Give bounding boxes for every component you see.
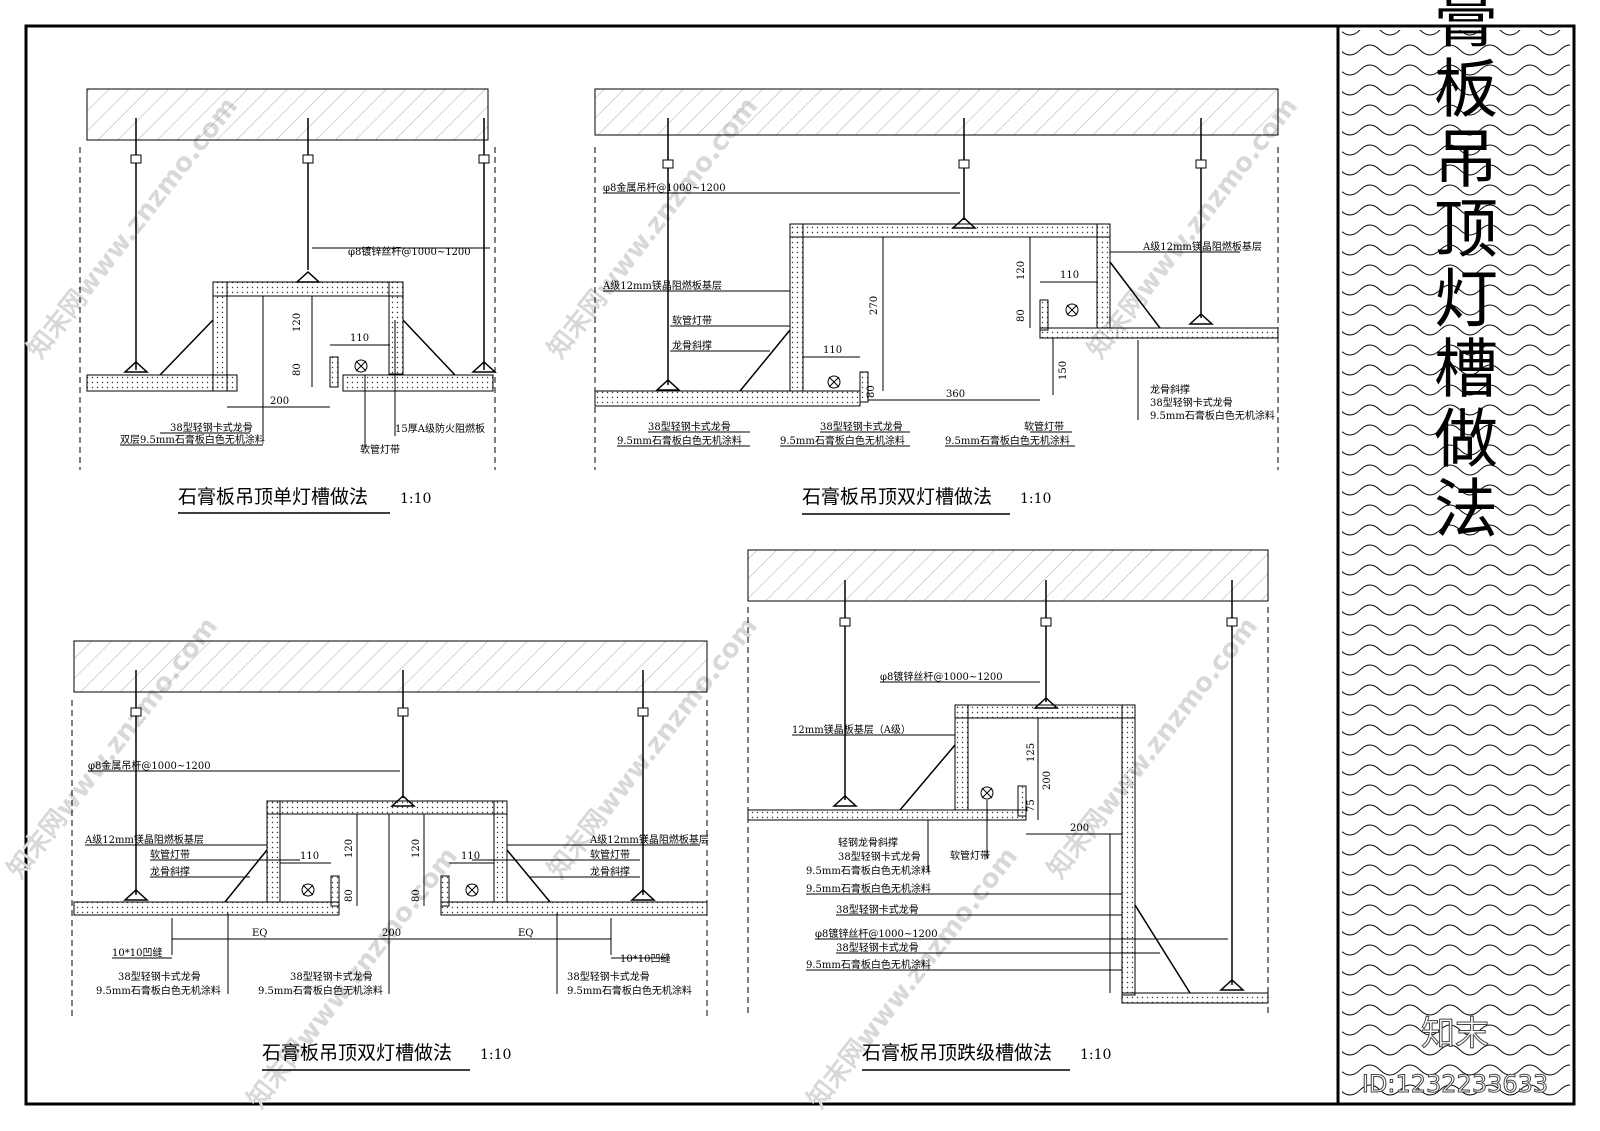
annotation-label: 1:10 [1080,1047,1111,1063]
annotation-label: 9.5mm石膏板白色无机涂料 [806,882,931,895]
annotation-label: 软管灯带 [672,314,712,327]
annotation-label: 龙骨斜撑 [590,865,630,878]
annotation-label: 38型轻钢卡式龙骨 [170,421,253,434]
annotation-label: φ8镀锌丝杆@1000~1200 [880,670,1003,683]
annotation-label: 12mm镁晶板基层（A级） [792,723,911,736]
annotation-label: 9.5mm石膏板白色无机涂料 [945,434,1070,447]
sheet-border [24,24,1576,1106]
concrete-slab [86,88,489,141]
annotation-label: 120 [411,839,422,858]
annotation-label: 38型轻钢卡式龙骨 [836,903,919,916]
annotation-label: 10*10凹缝 [620,952,670,965]
annotation-label: 双层9.5mm石膏板白色无机涂料 [120,433,265,446]
diagram-double-slot: 270 120 80 110 110 80 360 150 φ8金属吊杆@100… [594,88,1279,515]
annotation-label: 75 [1026,799,1037,812]
concrete-slab [73,640,708,693]
annotation-label: 软管灯带 [360,443,400,456]
title-strip: 石膏板吊顶灯槽做法 知末 ID:1232233633 [1342,0,1570,1100]
hanger-rods [832,580,1245,991]
annotation-label: 10*10凹缝 [112,946,162,959]
annotation-label: 15厚A级防火阻燃板 [395,422,485,435]
annotation-label: 知末网www.znzmo.com [1042,612,1264,884]
annotation-label: 80 [292,363,303,376]
annotation-label: 80 [344,889,355,902]
annotation-label: φ8金属吊杆@1000~1200 [88,759,211,772]
annotation-label: EQ [252,928,268,939]
annotation-label: 石膏板吊顶跌级槽做法 [862,1041,1052,1064]
annotation-label: 38型轻钢卡式龙骨 [648,420,731,433]
annotation-label: 9.5mm石膏板白色无机涂料 [806,958,931,971]
annotation-label: φ8金属吊杆@1000~1200 [603,181,726,194]
annotation-label: 270 [869,296,880,315]
annotation-label: 200 [1042,771,1053,790]
annotation-label: 80 [1016,309,1027,322]
annotation-label: 110 [823,345,842,356]
annotation-label: A级12mm镁晶阻燃板基层 [1142,240,1262,253]
annotation-label: 9.5mm石膏板白色无机涂料 [780,434,905,447]
annotation-label: 1:10 [480,1047,511,1063]
led-fixture [354,359,368,373]
concrete-slab [747,549,1269,602]
annotation-label: 龙骨斜撑 [1150,383,1190,396]
annotation-label: 软管灯带 [150,848,190,861]
annotation-label: 软管灯带 [590,848,630,861]
annotation-label: 9.5mm石膏板白色无机涂料 [258,984,383,997]
hanger-rods [123,118,497,373]
annotation-label: 125 [1026,743,1037,762]
label-rod: φ8镀锌丝杆@1000~1200 [348,245,471,258]
annotation-label: 38型轻钢卡式龙骨 [836,941,919,954]
sheet-title: 石膏板吊顶灯槽做法 [1423,0,1497,545]
annotation-label: 9.5mm石膏板白色无机涂料 [567,984,692,997]
annotation-label: 1:10 [1020,491,1051,507]
annotation-label: 龙骨斜撑 [150,865,190,878]
annotation-label: 石膏板吊顶双灯槽做法 [262,1041,452,1064]
annotation-label: 龙骨斜撑 [672,339,712,352]
annotation-label: A级12mm镁晶阻燃板基层 [84,833,204,846]
hanger-rods [123,670,656,901]
annotation-label: 120 [292,313,303,332]
annotation-label: 110 [300,851,319,862]
brand-logo: 知末 [1421,1014,1489,1054]
annotation-label: 38型轻钢卡式龙骨 [118,970,201,983]
annotation-label: φ8镀锌丝杆@1000~1200 [815,927,938,940]
annotation-label: 9.5mm石膏板白色无机涂料 [806,864,931,877]
diagram-double-slot-2: 110 110 120 80 120 80 EQ 200 EQ φ8金属吊杆@1… [71,640,709,1071]
annotation-label: 软管灯带 [950,849,990,862]
annotation-label: 120 [1016,261,1027,280]
diagram-single-slot: 120 80 110 200 φ8镀锌丝杆@1000~1200 38型轻钢卡式龙… [79,88,497,514]
annotation-label: A级12mm镁晶阻燃板基层 [602,279,722,292]
hanger-rods [655,118,1214,391]
annotation-label: 38型轻钢卡式龙骨 [838,850,921,863]
brand-id: ID:1232233633 [1362,1070,1548,1098]
annotation-label: 石膏板吊顶双灯槽做法 [802,485,992,508]
annotation-label: 9.5mm石膏板白色无机涂料 [1150,409,1275,422]
annotation-label: 110 [1060,270,1079,281]
annotation-label: 120 [344,839,355,858]
annotation-label: 110 [350,333,369,344]
annotation-label: 软管灯带 [1024,420,1064,433]
annotation-label: 9.5mm石膏板白色无机涂料 [96,984,221,997]
annotation-label: A级12mm镁晶阻燃板基层 [589,833,709,846]
annotation-label: 80 [411,889,422,902]
annotation-label: 80 [866,385,877,398]
annotation-label: 38型轻钢卡式龙骨 [567,970,650,983]
annotation-label: 150 [1058,361,1069,380]
annotation-label: 110 [461,851,480,862]
annotation-label: 轻钢龙骨斜撑 [838,836,898,849]
annotation-label: 38型轻钢卡式龙骨 [820,420,903,433]
annotation-label: 200 [1070,823,1089,834]
concrete-slab [594,88,1279,136]
diagram-step-slot: 125 200 75 200 φ8镀锌丝杆@1000~1200 12mm镁晶板基… [747,549,1269,1071]
annotation-label: 38型轻钢卡式龙骨 [1150,396,1233,409]
annotation-label: 9.5mm石膏板白色无机涂料 [617,434,742,447]
diagram-title: 石膏板吊顶单灯槽做法 [178,485,368,508]
annotation-label: EQ [518,928,534,939]
annotation-label: 38型轻钢卡式龙骨 [290,970,373,983]
annotation-label: 360 [946,389,965,400]
annotation-label: 200 [382,928,401,939]
annotation-label: 200 [270,396,289,407]
annotation-label: 1:10 [400,491,431,507]
annotation-label: 知末网www.znzmo.com [802,842,1024,1114]
